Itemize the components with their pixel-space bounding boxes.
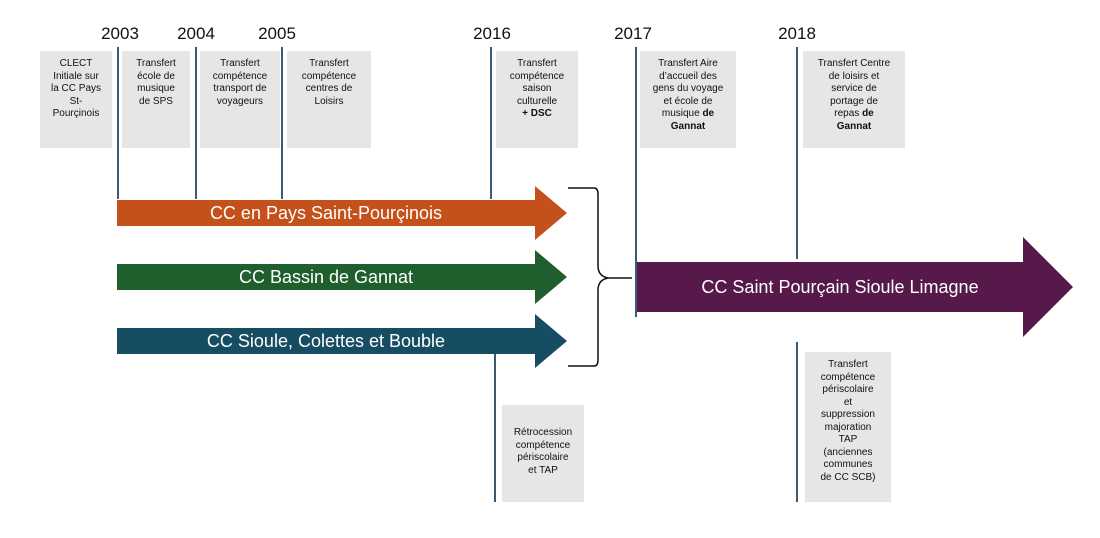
timeline-line-2005	[281, 47, 283, 199]
arrow-label-saint-pourcinois: CC en Pays Saint-Pourçinois	[209, 202, 443, 223]
event-text: service de	[831, 83, 877, 94]
year-label-2016: 2016	[473, 24, 511, 43]
event-text: Transfert	[517, 58, 557, 69]
event-text: culturelle	[516, 95, 558, 107]
event-text: portage de	[830, 95, 878, 107]
arrow-label-gannat: CC Bassin de Gannat	[238, 266, 414, 287]
event-text: périscolaire	[822, 384, 874, 395]
timeline-line-2018	[796, 47, 798, 259]
event-text: centres de	[305, 83, 353, 94]
event-text: Transfert	[220, 58, 260, 69]
event-text: Loisirs	[314, 95, 344, 107]
event-text-bold: + DSC	[522, 108, 552, 119]
event-text: compétence	[509, 70, 565, 82]
year-label-2017: 2017	[614, 24, 652, 43]
event-text: Transfert Centre	[817, 58, 891, 69]
timeline-line-2018-lower	[796, 342, 798, 502]
year-label-2003: 2003	[101, 24, 139, 43]
event-text-bold: Gannat	[836, 120, 872, 132]
timeline-line-2003	[117, 47, 119, 199]
arrow-label-sioule: CC Sioule, Colettes et Bouble	[206, 330, 446, 351]
event-text: Transfert	[136, 58, 176, 69]
event-text: voyageurs	[216, 95, 264, 107]
event-text: Pourçinois	[52, 108, 100, 119]
event-text: de SPS	[139, 95, 173, 107]
event-text: et TAP	[528, 464, 558, 476]
event-text-bold: de	[862, 108, 874, 119]
year-label-2005: 2005	[258, 24, 296, 43]
event-text: Rétrocession	[513, 427, 573, 438]
event-text: repas	[834, 108, 863, 119]
arrow-shape	[117, 314, 567, 368]
event-text: et	[843, 396, 853, 408]
event-text-bold: de	[702, 108, 715, 119]
event-line: repas de	[807, 108, 901, 121]
arrow-cc-saint-pourcain-sioule-limagne: CC Saint Pourçain Sioule Limagne	[637, 237, 1073, 337]
event-text: TAP	[838, 434, 858, 445]
event-text: transport de	[213, 83, 267, 94]
arrow-shape	[117, 250, 567, 304]
event-text: majoration	[824, 421, 872, 433]
year-label-2018: 2018	[778, 24, 816, 43]
arrow-cc-sioule-colettes-bouble: CC Sioule, Colettes et Bouble	[117, 314, 567, 368]
arrow-shape	[117, 186, 567, 240]
arrow-cc-bassin-de-gannat: CC Bassin de Gannat	[117, 250, 567, 304]
timeline-line-2016-lower	[494, 352, 496, 502]
event-text: (anciennes	[823, 446, 873, 458]
year-label-2004: 2004	[177, 24, 215, 43]
merge-brace	[568, 187, 632, 367]
event-text-bold: Gannat	[670, 120, 706, 132]
event-text: et école de	[663, 95, 713, 107]
event-text: de loisirs et	[828, 70, 880, 82]
timeline-line-2017	[635, 47, 637, 317]
event-text: suppression	[821, 409, 875, 420]
arrow-shape	[637, 237, 1073, 337]
event-text: compétence	[515, 439, 571, 451]
event-text: compétence	[212, 70, 268, 82]
event-text: la CC Pays	[50, 83, 101, 94]
event-text: compétence	[820, 371, 876, 383]
event-text: gens du voyage	[652, 83, 724, 94]
event-text: périscolaire	[517, 452, 569, 463]
event-text: compétence	[301, 70, 357, 82]
event-text: école de	[137, 70, 175, 82]
timeline-line-2016	[490, 47, 492, 199]
event-text: Initiale sur	[53, 70, 99, 82]
event-line: musique de	[644, 108, 732, 121]
event-text: CLECT	[59, 58, 93, 69]
event-text: Transfert Aire	[658, 58, 718, 69]
event-text: musique	[137, 83, 175, 94]
event-text: communes	[823, 459, 873, 470]
timeline-line-2004	[195, 47, 197, 199]
event-text: Transfert	[309, 58, 349, 69]
event-text: Transfert	[828, 359, 868, 370]
event-text: musique	[661, 108, 703, 119]
event-text: d’accueil des	[659, 70, 717, 82]
event-text: St-	[69, 95, 83, 107]
event-text: de CC SCB)	[820, 471, 876, 483]
arrow-cc-en-pays-saint-pourcinois: CC en Pays Saint-Pourçinois	[117, 186, 567, 240]
event-text: saison	[522, 83, 552, 94]
arrow-label-merged: CC Saint Pourçain Sioule Limagne	[701, 276, 979, 297]
